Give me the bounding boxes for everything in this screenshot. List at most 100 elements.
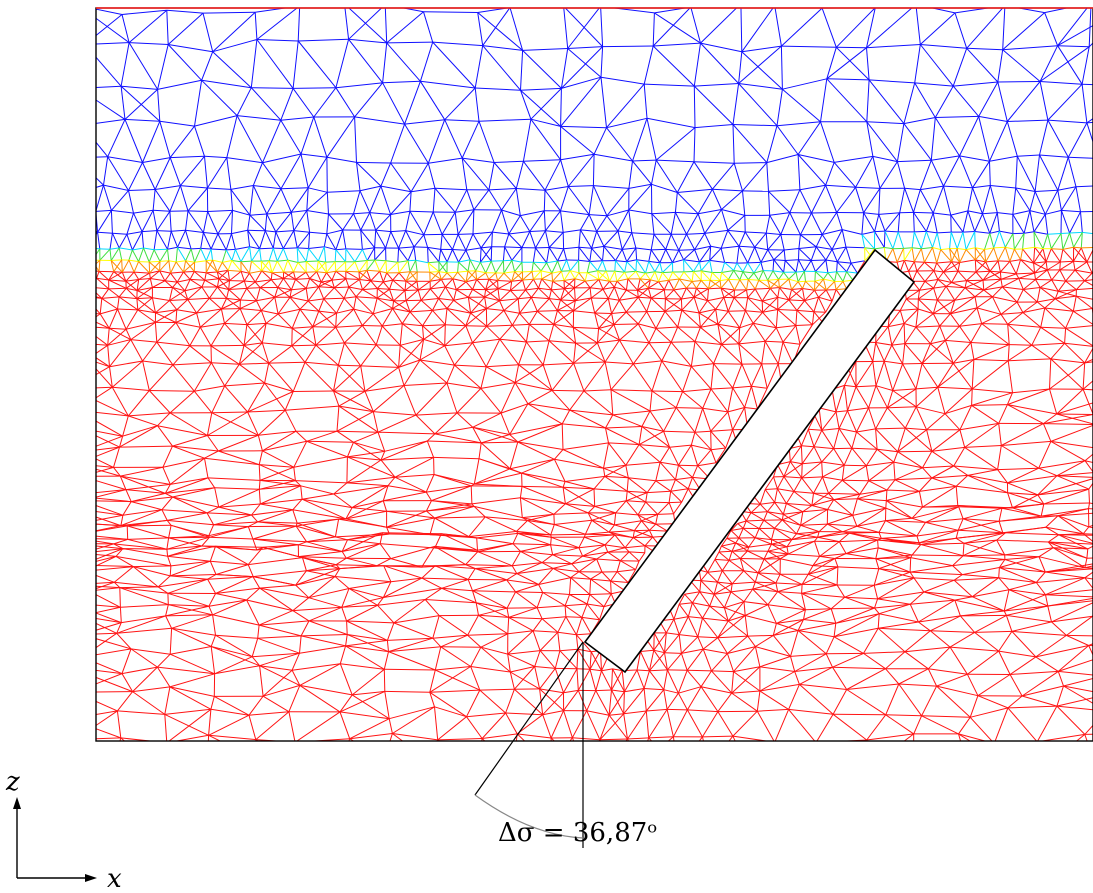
mesh-edge xyxy=(714,591,732,595)
mesh-edge xyxy=(1045,515,1059,528)
mesh-edge xyxy=(534,666,556,669)
mesh-edge xyxy=(548,232,564,248)
mesh-edge xyxy=(674,192,678,213)
mesh-edge xyxy=(155,300,170,314)
mesh-edge xyxy=(262,120,282,163)
mesh-edge xyxy=(649,669,668,672)
mesh-edge xyxy=(875,385,888,409)
mesh-edge xyxy=(709,260,713,273)
mesh-edge xyxy=(919,287,934,291)
mesh-edge xyxy=(687,669,712,672)
mesh-edge xyxy=(480,646,511,673)
mesh-edge xyxy=(1012,494,1039,509)
mesh-edge xyxy=(904,630,931,653)
mesh-edge xyxy=(453,296,469,301)
mesh-edge xyxy=(575,297,592,302)
mesh-edge xyxy=(844,596,875,609)
mesh-edge xyxy=(390,545,435,560)
mesh-edge xyxy=(515,161,524,189)
mesh-edge xyxy=(949,646,968,675)
mesh-edge xyxy=(586,710,601,741)
mesh-edge xyxy=(690,341,696,367)
mesh-edge xyxy=(432,615,440,639)
mesh-edge xyxy=(678,603,689,617)
mesh-edge xyxy=(898,683,937,687)
mesh-edge xyxy=(1006,614,1052,623)
mesh-edge xyxy=(334,261,337,272)
mesh-edge xyxy=(919,281,926,291)
mesh-edge xyxy=(271,271,284,274)
mesh-edge xyxy=(821,212,838,235)
mesh-edge xyxy=(305,271,311,279)
mesh-edge xyxy=(516,567,554,575)
mesh-edge xyxy=(651,360,663,392)
mesh-edge xyxy=(801,463,803,478)
mesh-edge xyxy=(228,287,247,290)
mesh-edge xyxy=(220,298,228,310)
mesh-edge xyxy=(175,322,191,347)
mesh-edge xyxy=(771,539,792,545)
mesh-edge xyxy=(861,231,875,235)
mesh-edge xyxy=(1069,211,1081,234)
mesh-edge xyxy=(678,593,686,605)
mesh-edge xyxy=(1000,261,1011,273)
mesh-edge xyxy=(1050,440,1086,462)
mesh-edge xyxy=(738,327,741,344)
mesh-edge xyxy=(913,231,922,249)
mesh-edge xyxy=(811,184,827,214)
mesh-edge xyxy=(584,280,591,289)
mesh-edge xyxy=(165,614,213,617)
mesh-edge xyxy=(549,340,576,344)
mesh-edge xyxy=(119,586,159,589)
mesh-edge xyxy=(821,430,835,449)
mesh-edge xyxy=(539,668,556,690)
mesh-edge xyxy=(922,485,957,508)
mesh-edge xyxy=(747,546,750,552)
mesh-edge xyxy=(472,233,482,249)
mesh-edge xyxy=(1057,515,1084,535)
mesh-edge xyxy=(666,692,679,710)
mesh-edge xyxy=(127,519,168,527)
mesh-edge xyxy=(120,515,124,526)
mesh-edge xyxy=(204,457,260,466)
mesh-edge xyxy=(711,670,733,694)
mesh-edge xyxy=(677,692,688,711)
mesh-edge xyxy=(998,567,1000,578)
mesh-edge xyxy=(113,271,123,273)
mesh-edge xyxy=(694,408,704,433)
mesh-edge xyxy=(200,247,212,250)
mesh-edge xyxy=(514,364,544,384)
mesh-edge xyxy=(184,286,203,292)
mesh-edge xyxy=(936,261,952,264)
mesh-edge xyxy=(259,248,262,262)
mesh-edge xyxy=(921,343,931,364)
mesh-edge xyxy=(128,190,134,214)
mesh-edge xyxy=(492,231,509,235)
mesh-edge xyxy=(430,278,442,282)
mesh-edge xyxy=(638,552,646,562)
mesh-edge xyxy=(768,189,800,192)
mesh-edge xyxy=(775,327,784,343)
mesh-edge xyxy=(390,231,400,249)
mesh-edge xyxy=(467,568,476,580)
mesh-edge xyxy=(878,621,919,629)
mesh-edge xyxy=(541,278,552,291)
mesh-edge xyxy=(678,464,698,467)
mesh-edge xyxy=(930,630,975,633)
mesh-edge xyxy=(599,715,610,740)
mesh-edge xyxy=(740,8,743,52)
mesh-edge xyxy=(170,524,210,538)
mesh-edge xyxy=(477,12,523,51)
mesh-edge xyxy=(931,477,957,487)
mesh-edge xyxy=(898,668,929,685)
mesh-edge xyxy=(512,562,543,567)
mesh-edge xyxy=(361,325,377,346)
mesh-edge xyxy=(210,323,225,347)
mesh-edge xyxy=(1044,298,1056,309)
mesh-edge xyxy=(755,287,771,290)
mesh-edge xyxy=(937,387,946,414)
mesh-edge xyxy=(891,344,904,365)
mesh-edge xyxy=(218,506,252,516)
mesh-edge xyxy=(925,518,964,523)
mesh-edge xyxy=(381,308,394,327)
